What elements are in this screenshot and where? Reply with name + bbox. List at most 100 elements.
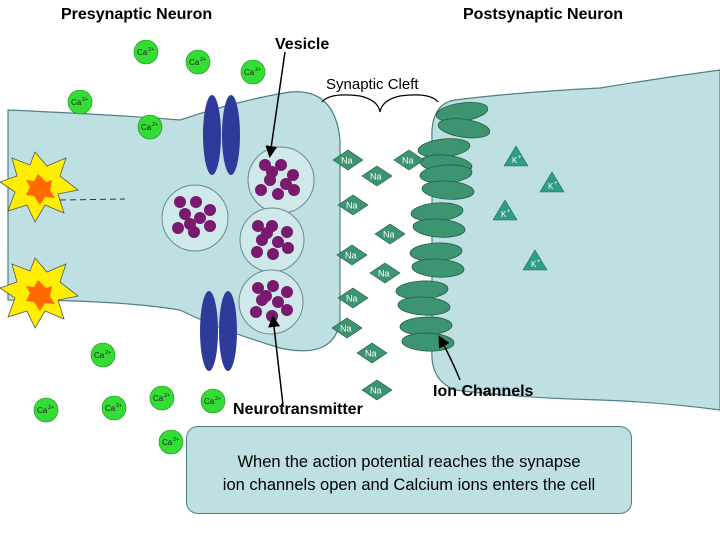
svg-text:2+: 2+	[164, 393, 170, 399]
sodium-ion: Na	[331, 317, 363, 339]
sodium-ion: Na	[361, 379, 393, 401]
axon-dashed-line	[59, 198, 126, 201]
neurotransmitter-dot	[275, 159, 287, 171]
action-potential-spark-icon	[0, 151, 79, 223]
svg-text:Ca: Ca	[141, 123, 152, 132]
neurotransmitter-dot	[204, 220, 216, 232]
svg-text:2+: 2+	[82, 97, 88, 103]
potassium-ion: K+	[492, 199, 518, 221]
neurotransmitter-dot	[281, 286, 293, 298]
neurotransmitter-dot	[272, 236, 284, 248]
sodium-ion: Na	[337, 287, 369, 309]
postsynaptic-ion-channel	[395, 280, 451, 316]
neurotransmitter-dot	[252, 220, 264, 232]
postsynaptic-channel-group	[395, 101, 491, 352]
sodium-ion: Na	[337, 194, 369, 216]
svg-text:K: K	[501, 210, 507, 219]
sodium-ion: Na	[332, 149, 364, 171]
svg-text:+: +	[554, 181, 558, 187]
svg-text:2+: 2+	[148, 47, 154, 53]
vesicle-group	[161, 146, 315, 335]
vesicle-label: Vesicle	[275, 36, 330, 53]
neurotransmitter-dot	[287, 169, 299, 181]
sodium-ion: Na	[374, 223, 406, 245]
postsynaptic-neuron-label: Postsynaptic Neuron	[463, 6, 624, 23]
svg-text:Na: Na	[345, 251, 357, 261]
svg-text:Ca: Ca	[37, 406, 48, 415]
svg-text:Na: Na	[346, 294, 358, 304]
sodium-ion: Na	[393, 149, 425, 171]
svg-text:2+: 2+	[255, 67, 261, 73]
neurotransmitter-dot	[281, 226, 293, 238]
vesicle	[238, 269, 304, 335]
vesicle	[239, 207, 305, 273]
svg-text:Na: Na	[370, 386, 382, 396]
neurotransmitter-dot	[261, 227, 273, 239]
neurotransmitter-dot	[272, 296, 284, 308]
svg-text:Ca: Ca	[153, 394, 164, 403]
ion-channels-label: Ion Channels	[433, 383, 534, 400]
neurotransmitter-dot	[266, 310, 278, 322]
svg-text:Ca: Ca	[189, 58, 200, 67]
neurotransmitter-dot	[250, 306, 262, 318]
svg-text:Na: Na	[346, 201, 358, 211]
potassium-ion: K+	[503, 145, 529, 167]
svg-text:2+: 2+	[105, 350, 111, 356]
neurotransmitter-arrow	[268, 315, 284, 406]
neurotransmitter-dot	[255, 184, 267, 196]
vesicle	[161, 184, 229, 252]
caption-box: When the action potential reaches the sy…	[186, 426, 632, 514]
svg-text:2+: 2+	[200, 57, 206, 63]
svg-text:Ca: Ca	[137, 48, 148, 57]
svg-text:Na: Na	[378, 269, 390, 279]
postsynaptic-ion-channel	[419, 164, 475, 200]
neurotransmitter-dot	[204, 204, 216, 216]
neurotransmitter-dot	[252, 282, 264, 294]
svg-text:Na: Na	[365, 349, 377, 359]
svg-text:2+: 2+	[173, 437, 179, 443]
svg-text:Ca: Ca	[105, 404, 116, 413]
vesicle-arrow	[265, 51, 286, 158]
sodium-ion: Na	[361, 165, 393, 187]
neurotransmitter-dot	[272, 188, 284, 200]
neurotransmitter-dot	[184, 218, 196, 230]
sodium-ion: Na	[356, 342, 388, 364]
svg-text:K: K	[512, 156, 518, 165]
postsynaptic-ion-channel	[435, 101, 491, 139]
synaptic-cleft-bracket	[321, 94, 439, 113]
ion-channels-arrow	[438, 335, 461, 381]
svg-text:+: +	[507, 209, 511, 215]
svg-text:Ca: Ca	[71, 98, 82, 107]
svg-text:2+: 2+	[48, 405, 54, 411]
postsynaptic-neuron	[431, 69, 720, 411]
neurotransmitter-dot	[172, 222, 184, 234]
svg-text:Na: Na	[370, 172, 382, 182]
caption-line-1: When the action potential reaches the sy…	[237, 453, 581, 471]
neurotransmitter-dot	[266, 166, 278, 178]
action-potential-spark-icon	[0, 257, 79, 329]
synaptic-cleft-label: Synaptic Cleft	[326, 76, 419, 93]
svg-text:Ca: Ca	[244, 68, 255, 77]
postsynaptic-ion-channel	[410, 202, 466, 238]
svg-text:Ca: Ca	[204, 397, 215, 406]
neurotransmitter-dot	[190, 196, 202, 208]
neurotransmitter-dot	[267, 280, 279, 292]
neurotransmitter-dot	[251, 246, 263, 258]
neurotransmitter-label: Neurotransmitter	[233, 401, 363, 418]
neurotransmitter-dot	[267, 248, 279, 260]
potassium-ion: K+	[522, 249, 548, 271]
svg-text:2+: 2+	[215, 396, 221, 402]
presynaptic-channel	[203, 95, 240, 175]
postsynaptic-ion-channel	[409, 242, 465, 278]
